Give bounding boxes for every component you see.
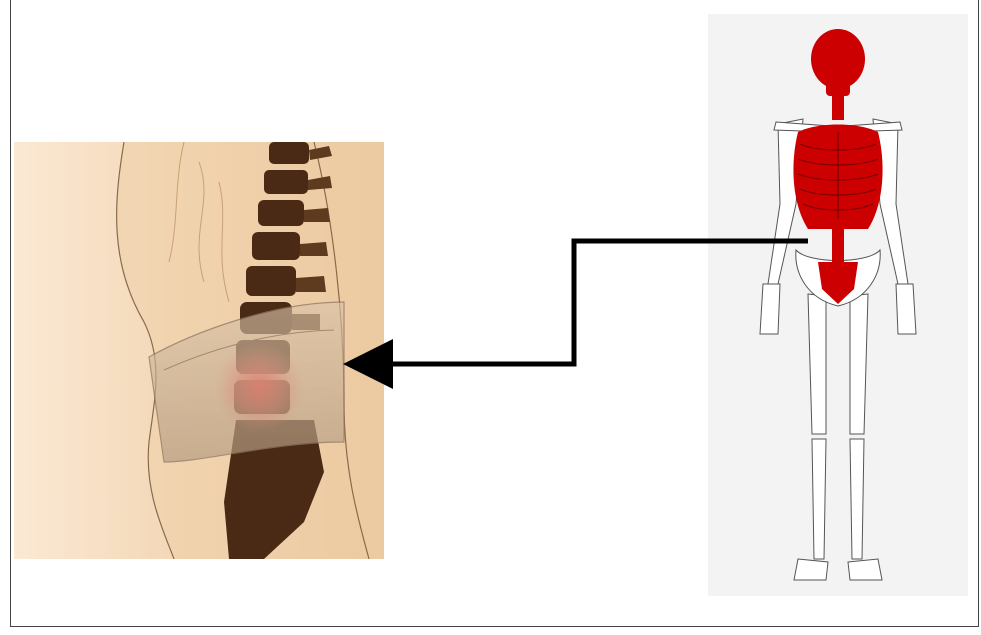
lumbar-spine (832, 214, 844, 262)
jaw (826, 82, 850, 96)
skull (811, 29, 865, 89)
cervical-spine (832, 96, 844, 120)
skeleton-illustration (708, 14, 968, 596)
spine-brace-illustration (14, 142, 384, 559)
